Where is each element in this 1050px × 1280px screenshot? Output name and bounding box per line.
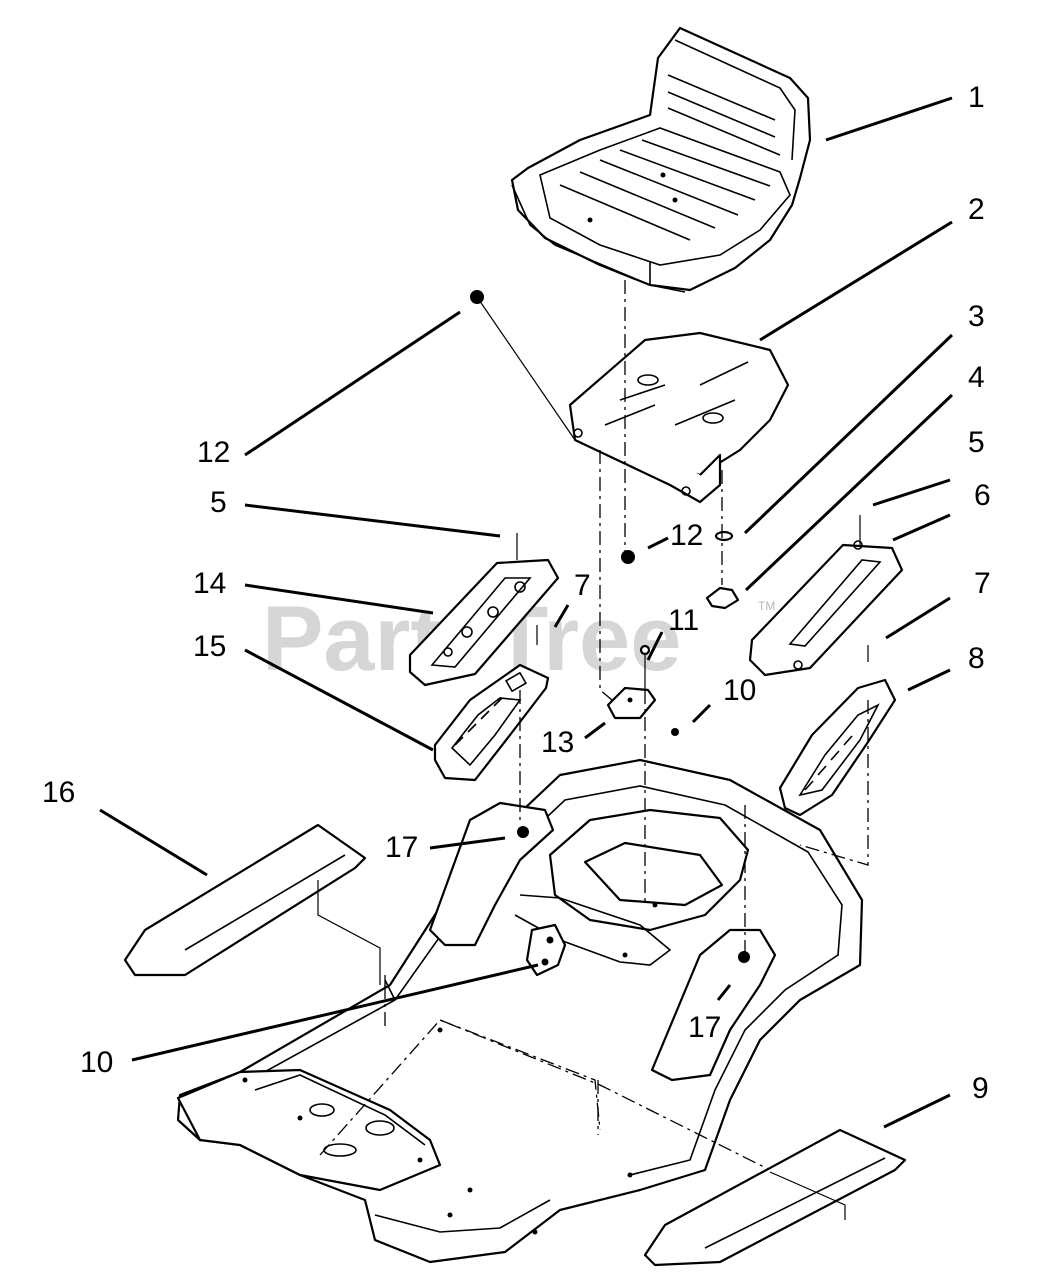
callout-4: 4 — [968, 361, 985, 394]
seat-pan — [568, 331, 790, 504]
callout-3: 3 — [968, 300, 985, 333]
spring-plate-left — [408, 558, 560, 687]
callout-16: 16 — [42, 776, 75, 809]
callout-14: 14 — [193, 567, 226, 600]
hardware — [470, 290, 869, 736]
callout-7: 7 — [974, 567, 991, 600]
callout-8: 8 — [968, 642, 985, 675]
callout-17-lower: 17 — [688, 1011, 721, 1044]
callout-13: 13 — [541, 726, 574, 759]
callout-12-upper: 12 — [197, 436, 230, 469]
fender-pan — [176, 758, 864, 1264]
alignment-lines — [384, 280, 869, 990]
footrest-left — [123, 823, 381, 985]
callout-15: 15 — [193, 630, 226, 663]
callout-17-upper: 17 — [385, 831, 418, 864]
callout-12-lower: 12 — [670, 519, 703, 552]
callout-5: 5 — [968, 426, 985, 459]
callout-2: 2 — [968, 193, 985, 226]
callout-9: 9 — [972, 1072, 989, 1105]
callout-11: 11 — [668, 604, 699, 637]
callouts: 1 2 3 4 5 6 7 8 9 10 10 11 12 12 13 14 1… — [42, 81, 991, 1105]
callout-6: 6 — [974, 479, 991, 512]
spring-plate-right — [748, 540, 904, 677]
watermark-trademark: TM — [758, 599, 775, 613]
callout-10-upper: 10 — [723, 674, 756, 707]
seat — [510, 26, 812, 293]
footrest-right — [643, 1128, 907, 1267]
callout-1: 1 — [968, 81, 985, 114]
leader-lines — [99, 96, 954, 1129]
callout-5-left: 5 — [210, 486, 227, 519]
callout-7-left: 7 — [574, 569, 591, 602]
spring-bracket-right — [778, 678, 897, 817]
callout-10-lower: 10 — [80, 1046, 113, 1079]
